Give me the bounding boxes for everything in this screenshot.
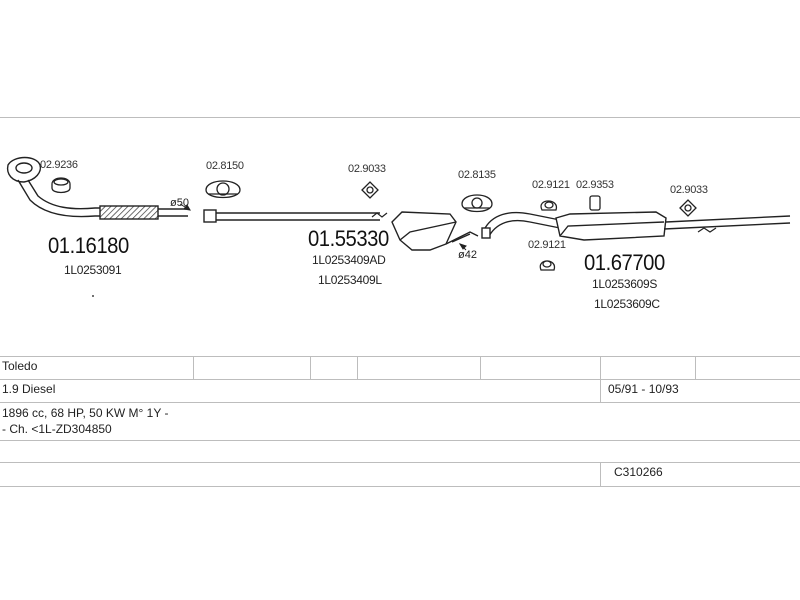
row-divider <box>0 440 800 441</box>
rear-silencer-drawing <box>555 211 791 241</box>
hanger-rear-low-part-number: 02.9121 <box>528 239 566 251</box>
front-pipe-oem-1: 1L0253091 <box>64 263 122 277</box>
col-divider <box>480 356 481 379</box>
hanger-mid-part-number: 02.9033 <box>348 163 386 175</box>
hanger-rear-right-part-number: 02.9033 <box>670 184 708 196</box>
diameter-label-front: ø50 <box>170 197 189 209</box>
hanger-rear-left-part-number: 02.9121 <box>532 179 570 191</box>
col-divider <box>193 356 194 379</box>
vehicle-chassis: - Ch. <1L-ZD304850 <box>2 422 112 436</box>
vehicle-engine: 1.9 Diesel <box>2 382 56 396</box>
middle-silencer-drawing <box>391 211 479 251</box>
col-divider <box>600 462 601 486</box>
top-border <box>0 117 800 118</box>
catalog-code: C310266 <box>614 465 663 479</box>
hanger-drawing-rear-low <box>539 260 556 271</box>
clamp-drawing-1 <box>205 180 241 199</box>
col-divider <box>310 356 311 379</box>
hanger-drawing-rear-mid <box>589 195 601 211</box>
hanger-rear-mid-part-number: 02.9353 <box>576 179 614 191</box>
row-divider <box>0 379 800 380</box>
hanger-drawing-rear-right <box>679 199 697 217</box>
row-divider <box>0 462 800 463</box>
gasket-part-number: 02.9236 <box>40 159 78 171</box>
middle-silencer-oem-2: 1L0253409L <box>318 273 382 287</box>
clamp-drawing-2 <box>461 194 493 213</box>
row-divider <box>0 356 800 357</box>
clamp-1-part-number: 02.8150 <box>206 160 244 172</box>
vehicle-model: Toledo <box>2 359 38 373</box>
diameter-label-mid: ø42 <box>458 249 477 261</box>
clamp-2-part-number: 02.8135 <box>458 169 496 181</box>
col-divider <box>695 356 696 379</box>
front-pipe-drawing <box>6 156 188 220</box>
gasket-drawing <box>51 177 71 194</box>
row-divider <box>0 402 800 403</box>
row-divider <box>0 486 800 487</box>
vehicle-spec: 1896 cc, 68 HP, 50 KW M° 1Y - <box>2 406 169 420</box>
artifact-dot <box>92 295 94 297</box>
col-divider <box>600 356 601 402</box>
diameter-arrow-front <box>179 203 191 211</box>
middle-silencer-oem-1: 1L0253409AD <box>312 253 386 267</box>
rear-silencer-oem-2: 1L0253609C <box>594 297 660 311</box>
col-divider <box>357 356 358 379</box>
middle-silencer-part-number: 01.55330 <box>308 226 389 251</box>
intermediate-pipe-drawing <box>203 209 388 223</box>
rear-silencer-oem-1: 1L0253609S <box>592 277 658 291</box>
rear-silencer-part-number: 01.67700 <box>584 250 665 275</box>
front-pipe-part-number: 01.16180 <box>48 233 129 258</box>
hanger-drawing-mid <box>361 181 379 199</box>
rear-pipe-drawing <box>481 211 561 239</box>
vehicle-period: 05/91 - 10/93 <box>608 382 679 396</box>
diameter-arrow-mid <box>458 243 467 251</box>
hanger-drawing-rear-left <box>540 200 557 211</box>
exhaust-system-diagram <box>6 156 791 297</box>
